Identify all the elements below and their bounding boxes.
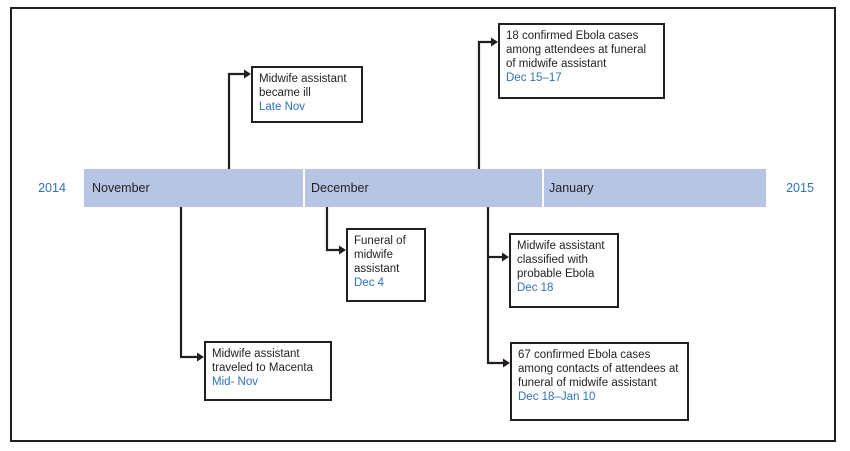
event-box-funeral: Funeral of midwife assistant Dec 4	[346, 228, 426, 302]
event-box-traveled-to-macenta: Midwife assistant traveled to Macenta Mi…	[204, 341, 332, 401]
event-date: Dec 15–17	[506, 72, 562, 85]
month-divider	[303, 169, 305, 207]
event-date: Dec 18	[517, 282, 554, 295]
event-text: Midwife assistant became ill	[259, 73, 347, 100]
event-box-18-confirmed-cases: 18 confirmed Ebola cases among attendees…	[498, 23, 665, 99]
month-divider	[542, 169, 544, 207]
year-2015-label: 2015	[786, 181, 814, 195]
timeline-bar: November December January	[84, 169, 766, 207]
event-date: Late Nov	[259, 101, 306, 114]
figure-frame	[10, 7, 836, 442]
event-text: 67 confirmed Ebola cases among contacts …	[518, 349, 679, 390]
event-date: Dec 18–Jan 10	[518, 391, 596, 404]
event-text: Midwife assistant classified with probab…	[517, 240, 605, 281]
event-box-67-confirmed-cases: 67 confirmed Ebola cases among contacts …	[510, 342, 689, 421]
month-label-december: December	[311, 181, 369, 195]
month-label-january: January	[549, 181, 594, 195]
event-date: Mid- Nov	[212, 376, 259, 389]
event-date: Dec 4	[354, 277, 385, 290]
event-box-classified-probable-ebola: Midwife assistant classified with probab…	[509, 233, 619, 308]
event-text: Midwife assistant traveled to Macenta	[212, 348, 314, 375]
month-label-november: November	[92, 181, 150, 195]
year-2014-label: 2014	[38, 181, 66, 195]
event-box-became-ill: Midwife assistant became ill Late Nov	[251, 66, 363, 123]
event-text: Funeral of midwife assistant	[354, 235, 406, 276]
event-text: 18 confirmed Ebola cases among attendees…	[506, 30, 647, 71]
